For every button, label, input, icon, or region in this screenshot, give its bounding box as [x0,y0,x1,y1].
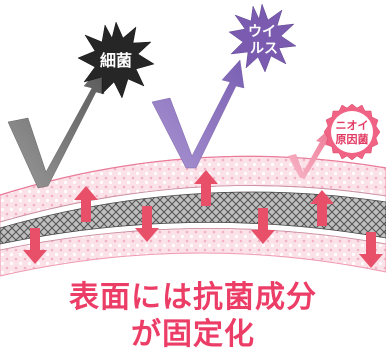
virus-burst-icon [228,3,297,73]
virus-label-line2: ルス [250,41,278,57]
down-arrow [359,232,383,268]
odor-label-line2: 原因菌 [336,132,369,146]
odor-check-arrow [288,130,330,178]
up-arrow [310,190,334,226]
bacteria-label: 細菌 [100,51,132,70]
fabric-mesh-core [0,191,386,245]
spiky-burst-icon [77,21,155,99]
odor-label-line1: ニオイ [336,119,369,132]
down-arrows [23,206,383,268]
down-arrow [135,206,159,242]
down-arrow [251,208,275,244]
virus-label-line1: ウイ [248,24,276,40]
up-arrow [194,170,218,206]
virus-check-arrow [151,59,245,169]
caption-line-1: 表面には抗菌成分 [69,280,317,315]
bacteria-badge: 細菌 [77,21,155,99]
down-arrow [23,228,47,264]
bacteria-check-arrow [7,67,105,189]
caption-line-2: が固定化 [131,317,255,352]
up-arrow [74,186,98,222]
virus-badge: ウイ ルス [228,3,297,73]
fabric-layers [0,155,386,277]
up-arrows [74,170,334,226]
odor-badge: ニオイ 原因菌 [323,103,381,161]
